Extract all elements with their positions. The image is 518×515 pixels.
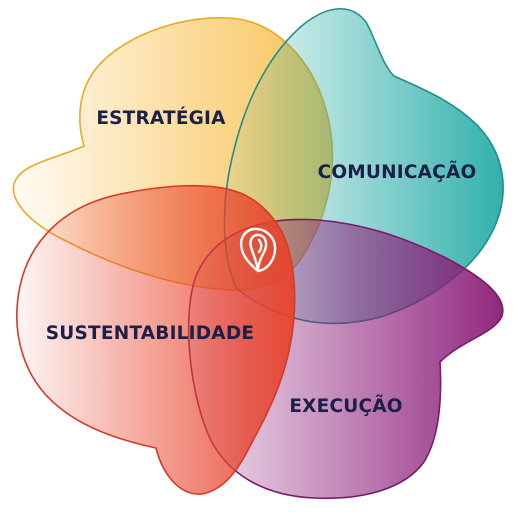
label-sustentabilidade: SUSTENTABILIDADE	[46, 323, 254, 344]
label-execucao: EXECUÇÃO	[289, 394, 402, 417]
swirl-logo-icon	[240, 227, 277, 273]
label-estrategia: ESTRATÉGIA	[96, 107, 226, 129]
petal-sustentabilidade	[16, 184, 296, 495]
label-comunicacao: COMUNICAÇÃO	[318, 160, 477, 183]
